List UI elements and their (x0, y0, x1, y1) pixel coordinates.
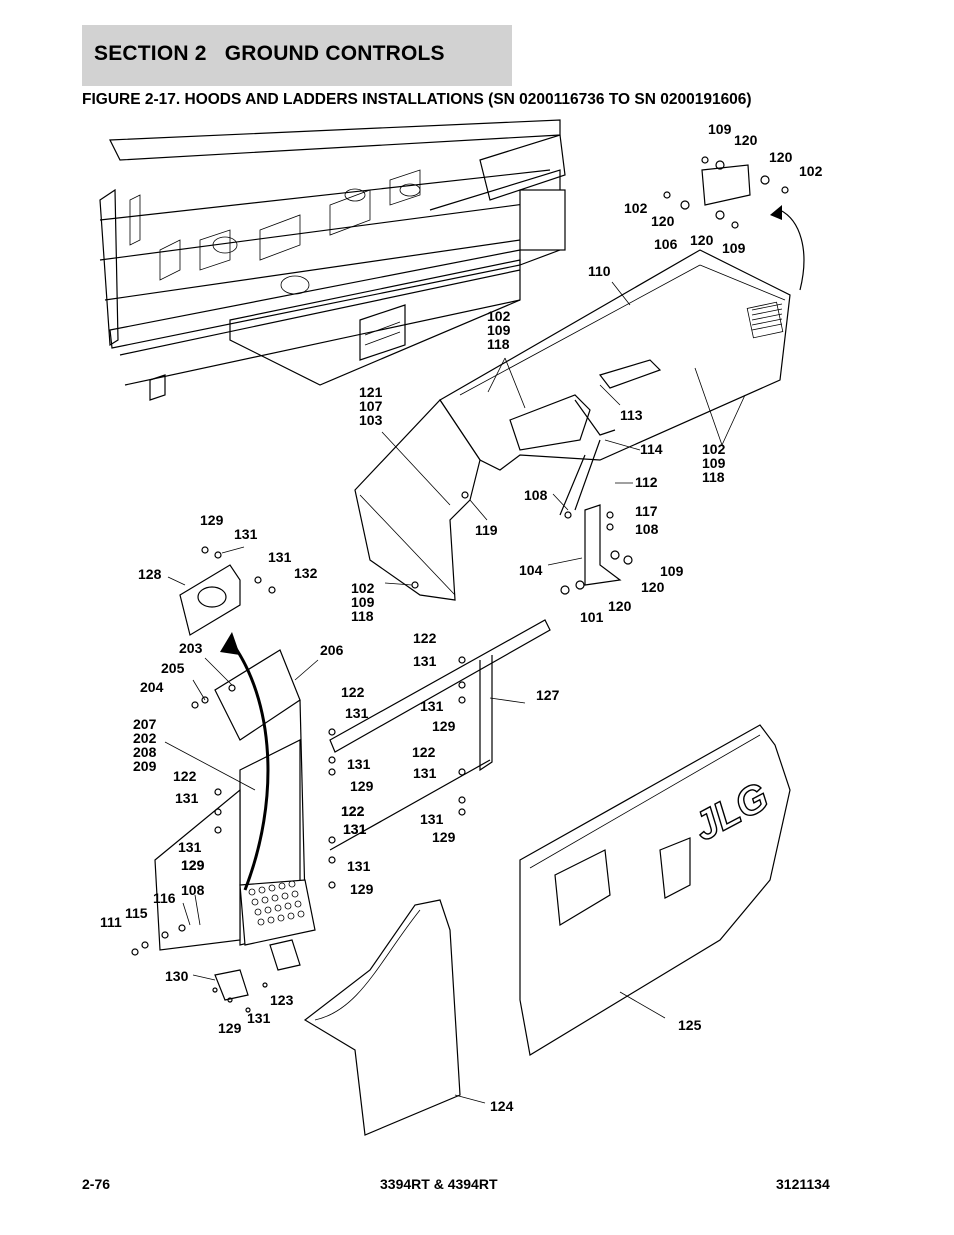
callout-117: 117 (635, 503, 658, 519)
callout-120: 120 (769, 149, 793, 165)
callout-110: 110 (588, 263, 611, 279)
callout-129: 129 (181, 857, 205, 873)
callout-127: 127 (536, 687, 560, 703)
callout-120: 120 (734, 132, 758, 148)
callout-131: 131 (413, 653, 437, 669)
callout-104: 104 (519, 562, 543, 578)
hood-110 (439, 249, 791, 471)
callout-131: 131 (347, 858, 371, 874)
callout-116: 116 (153, 890, 176, 906)
callout-119: 119 (475, 522, 498, 538)
callout-129: 129 (218, 1020, 242, 1036)
leader-lines (164, 281, 746, 1104)
callout-131: 131 (247, 1010, 271, 1026)
callout-122: 122 (341, 803, 365, 819)
doc-number: 3121134 (776, 1176, 830, 1192)
callout-122: 122 (341, 684, 365, 700)
callout-204: 204 (140, 679, 164, 695)
lower-hood (354, 394, 633, 601)
step-holes (248, 880, 305, 926)
callout-125: 125 (678, 1017, 702, 1033)
callout-132: 132 (294, 565, 318, 581)
callout-114: 114 (640, 441, 663, 457)
callout-122: 122 (173, 768, 197, 784)
callout-131: 131 (343, 821, 367, 837)
callout-120: 120 (641, 579, 665, 595)
hinge-assembly (663, 156, 805, 291)
callout-131: 131 (345, 705, 369, 721)
callout-112: 112 (635, 474, 658, 490)
callout-108: 108 (635, 521, 659, 537)
callout-123: 123 (270, 992, 294, 1008)
callout-206: 206 (320, 642, 344, 658)
model-name: 3394RT & 4394RT (380, 1176, 498, 1192)
callout-129: 129 (432, 829, 456, 845)
callout-122: 122 (412, 744, 436, 760)
callout-129: 129 (200, 512, 224, 528)
callout-131: 131 (178, 839, 202, 855)
callout-120: 120 (608, 598, 632, 614)
callout-131: 131 (420, 698, 444, 714)
callout-131: 131 (347, 756, 371, 772)
callout-129: 129 (350, 778, 374, 794)
callout-113: 113 (620, 407, 643, 423)
chassis-frame (99, 119, 566, 401)
callout-115: 115 (125, 905, 148, 921)
callout-131: 131 (234, 526, 258, 542)
callout-120: 120 (690, 232, 714, 248)
callout-129: 129 (350, 881, 374, 897)
callout-122: 122 (413, 630, 437, 646)
callout-120: 120 (651, 213, 675, 229)
latch-128 (179, 546, 276, 636)
cover-124 (303, 899, 461, 1136)
callout-131: 131 (175, 790, 199, 806)
callout-122: 122 (341, 803, 365, 819)
callout-128: 128 (138, 566, 162, 582)
section-title: SECTION 2 GROUND CONTROLS (94, 42, 445, 65)
callout-131: 131 (420, 811, 444, 827)
callout-109: 109 (660, 563, 684, 579)
callout-108: 108 (181, 882, 205, 898)
callout-102: 102 (799, 163, 823, 179)
section-banner: SECTION 2 GROUND CONTROLS (82, 25, 512, 86)
callout-130: 130 (165, 968, 189, 984)
door-panel-125: JLG (519, 724, 791, 1056)
callout-129: 129 (181, 857, 205, 873)
callout-129: 129 (432, 718, 456, 734)
callout-131: 131 (413, 765, 437, 781)
callout-108: 108 (524, 487, 548, 503)
callout-101: 101 (580, 609, 604, 625)
ladder-127 (131, 619, 551, 1013)
callout-106: 106 (654, 236, 678, 252)
callout-102: 102 (624, 200, 648, 216)
ladder-hardware (191, 656, 466, 889)
callout-109: 109 (708, 121, 732, 137)
page-number: 2-76 (82, 1176, 111, 1192)
callout-131: 131 (343, 821, 367, 837)
callout-109: 109 (722, 240, 746, 256)
callout-205: 205 (161, 660, 185, 676)
callout-111: 111 (100, 914, 122, 930)
callout-203: 203 (179, 640, 203, 656)
figure-title: FIGURE 2-17. HOODS AND LADDERS INSTALLAT… (82, 91, 752, 108)
callout-131: 131 (268, 549, 292, 565)
callout-124: 124 (490, 1098, 514, 1114)
